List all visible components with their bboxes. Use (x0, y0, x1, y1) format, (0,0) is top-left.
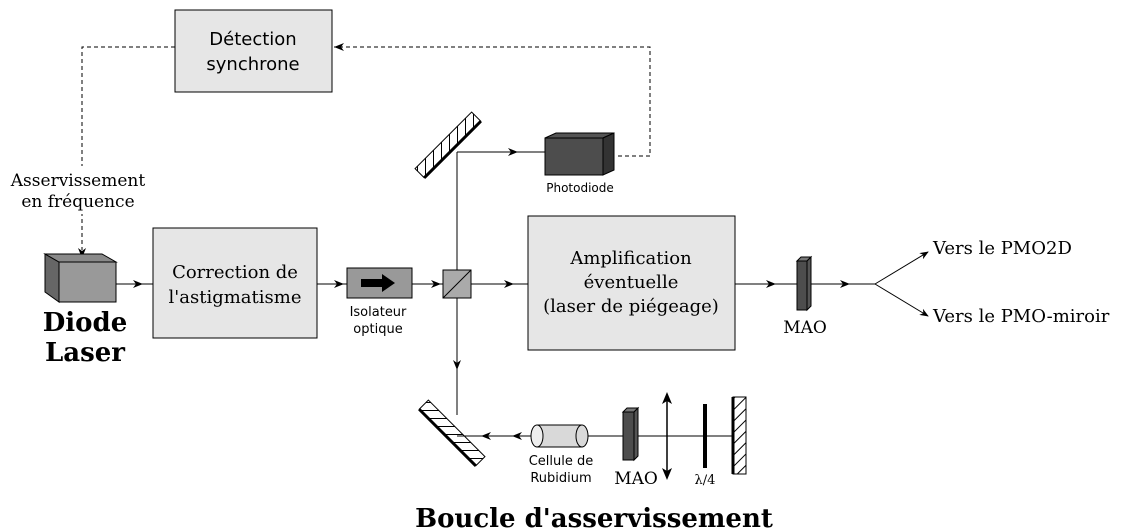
mao-bottom-label: MAO (614, 469, 658, 489)
beam-arrowhead (840, 280, 850, 288)
beam-arrowhead (133, 280, 143, 288)
isolateur-label-2: optique (353, 322, 402, 337)
beam-arrowhead-left (512, 432, 522, 440)
diode-label-2: Laser (45, 338, 125, 368)
detection-arrowhead (334, 43, 344, 51)
asserv-arrowhead (78, 248, 86, 258)
beam-arrowhead (334, 280, 344, 288)
rubidium-cell (530, 424, 589, 448)
beam-arrowhead (453, 360, 461, 370)
diode-laser-cube (43, 253, 118, 303)
feedback-loop-dashed (81, 46, 651, 250)
beam-arrowhead-left (481, 432, 491, 440)
beam-to-pmo2d (874, 251, 929, 285)
ampli-label-1: Amplification (569, 248, 692, 269)
detection-label-1: Détection (209, 29, 296, 50)
vers-pmo-miroir-label: Vers le PMO-miroir (932, 306, 1110, 327)
amplification-box: Amplification éventuelle (laser de piége… (527, 215, 736, 351)
correction-box: Correction de l'astigmatisme (152, 227, 318, 339)
asserv-label-bg (4, 166, 154, 214)
beam-arrowhead (508, 148, 518, 156)
lambda4-label: λ/4 (695, 473, 716, 488)
beam-arrowhead (504, 280, 514, 288)
boucle-title: Boucle d'asservissement (415, 504, 773, 530)
correction-label-1: Correction de (172, 262, 298, 283)
beam-arrowhead (431, 280, 441, 288)
arrow-right-icon (361, 274, 395, 292)
lens (662, 392, 672, 480)
detection-label-2: synchrone (206, 54, 299, 75)
detection-synchrone-box: Détection synchrone (174, 9, 333, 93)
isolateur-label-1: Isolateur (350, 305, 407, 320)
ampli-label-2: éventuelle (584, 272, 679, 293)
ampli-label-3: (laser de piégeage) (543, 296, 719, 317)
isolateur-optique: Isolateur optique (346, 267, 413, 337)
beam-splitter-cube (442, 269, 472, 299)
mao-bottom (621, 406, 640, 462)
asserv-label-1: Asservissement (10, 171, 146, 191)
photodiode-label: Photodiode (546, 181, 614, 195)
photodiode (544, 132, 615, 176)
vers-pmo2d-label: Vers le PMO2D (932, 238, 1072, 259)
mao-top (795, 255, 813, 312)
mirror-top (414, 111, 482, 179)
cellule-label-2: Rubidium (530, 471, 591, 486)
cellule-label-1: Cellule de (529, 454, 594, 469)
correction-label-2: l'astigmatisme (169, 287, 302, 308)
mirror-bottom (418, 399, 486, 467)
retro-mirror (731, 396, 747, 475)
beam-to-pmo-miroir (874, 283, 929, 317)
diode-label-1: Diode (43, 308, 128, 338)
asserv-label-2: en fréquence (21, 192, 134, 212)
mao-top-label: MAO (783, 318, 827, 338)
beam-arrowhead (766, 280, 776, 288)
